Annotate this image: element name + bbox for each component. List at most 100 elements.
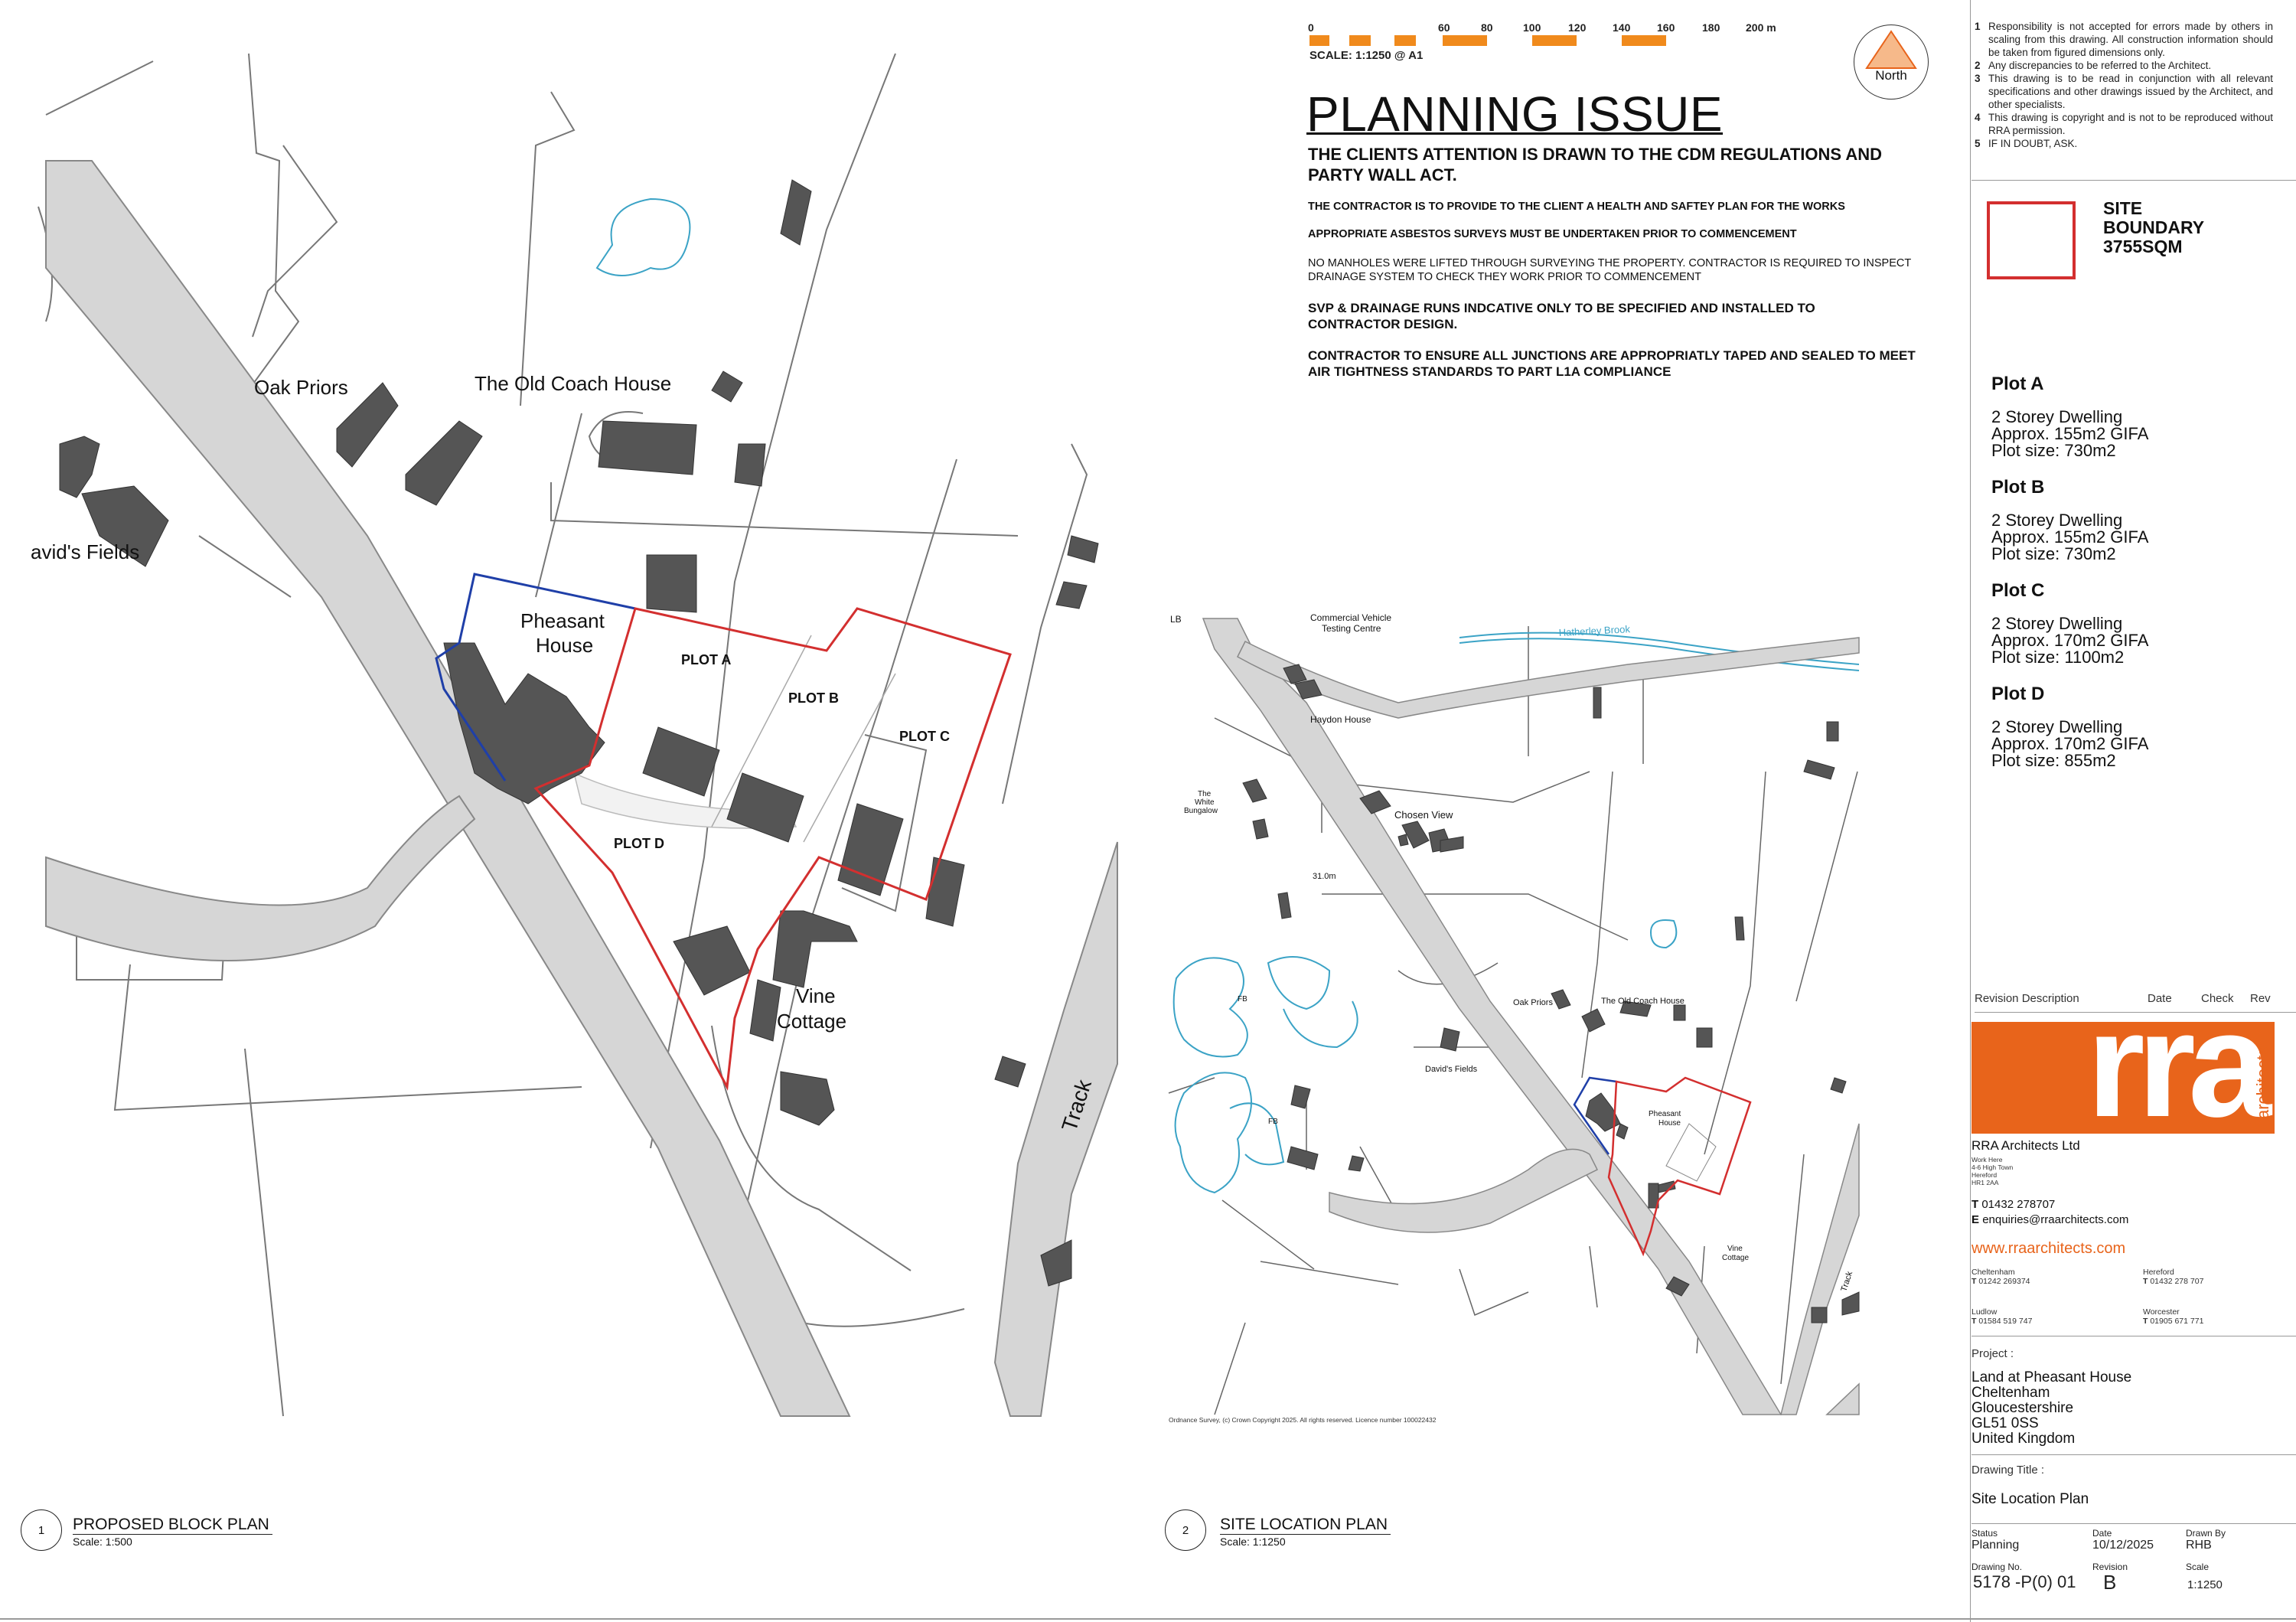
project-line: Gloucestershire bbox=[1971, 1400, 2074, 1416]
site-location-map: LB Commercial Vehicle Testing Centre Hat… bbox=[1168, 612, 1860, 1415]
loc-label-cottage: Cottage bbox=[1722, 1254, 1749, 1262]
address-line: Hereford bbox=[1971, 1171, 1998, 1179]
loc-label-house: House bbox=[1658, 1119, 1681, 1128]
address-line: Work Here bbox=[1971, 1156, 2003, 1163]
revision-label: Revision bbox=[2092, 1562, 2128, 1572]
label-house: House bbox=[536, 634, 593, 657]
meta-block: Status Planning Date 10/12/2025 Drawn By… bbox=[1971, 1528, 2293, 1612]
caption-number-circle: 1 bbox=[21, 1509, 62, 1551]
drawing-no-label: Drawing No. bbox=[1971, 1562, 2023, 1572]
phone-value: 01432 278707 bbox=[1981, 1198, 2056, 1211]
caption-number: 1 bbox=[38, 1523, 45, 1537]
building bbox=[1665, 1276, 1690, 1297]
caption-title: PROPOSED BLOCK PLAN bbox=[73, 1516, 272, 1535]
building bbox=[598, 420, 697, 475]
lake bbox=[1267, 956, 1331, 1010]
drawn-value: RHB bbox=[2186, 1539, 2212, 1552]
block-plan-caption: 1 PROPOSED BLOCK PLAN Scale: 1:500 bbox=[21, 1509, 281, 1555]
planning-note-1: THE CONTRACTOR IS TO PROVIDE TO THE CLIE… bbox=[1308, 201, 1845, 213]
building bbox=[1290, 1085, 1311, 1109]
office-tel: 01584 519 747 bbox=[1978, 1317, 2033, 1326]
building bbox=[711, 370, 743, 403]
building bbox=[1696, 1027, 1713, 1048]
location-site-boundary bbox=[1607, 1076, 1752, 1257]
building bbox=[925, 857, 965, 927]
scale-value: 1:1250 bbox=[2187, 1578, 2223, 1591]
company-email[interactable]: E enquiries@rraarchitects.com bbox=[1971, 1213, 2128, 1226]
label-pheasant: Pheasant bbox=[520, 609, 605, 632]
plot-area: Approx. 170m2 GIFA bbox=[1991, 631, 2149, 650]
building bbox=[1585, 1092, 1621, 1132]
building bbox=[1287, 1146, 1319, 1170]
site-boundary-swatch bbox=[1987, 201, 2076, 279]
building bbox=[1401, 821, 1430, 849]
building bbox=[1283, 664, 1307, 684]
plot-entry: Plot C 2 Storey Dwelling Approx. 170m2 G… bbox=[1991, 580, 2282, 684]
scale-tick: 160 bbox=[1657, 21, 1675, 34]
legend-text: SITE BOUNDARY 3755SQM bbox=[2103, 199, 2204, 256]
company-phone: T 01432 278707 bbox=[1971, 1198, 2055, 1211]
scale-tick: 100 bbox=[1523, 21, 1541, 34]
project-line: GL51 0SS bbox=[1971, 1415, 2039, 1431]
loc-label-brook: Hatherley Brook bbox=[1558, 623, 1630, 638]
caption-scale: Scale: 1:1250 bbox=[1220, 1536, 1286, 1548]
planning-note-5: CONTRACTOR TO ENSURE ALL JUNCTIONS ARE A… bbox=[1308, 348, 1916, 379]
caption-scale: Scale: 1:500 bbox=[73, 1536, 132, 1548]
building bbox=[1440, 1027, 1460, 1052]
loc-label-lb: LB bbox=[1170, 614, 1182, 625]
label-plot-d: PLOT D bbox=[614, 836, 664, 851]
location-track bbox=[1780, 1123, 1860, 1415]
lake bbox=[1283, 1000, 1358, 1049]
location-ownership-boundary bbox=[1573, 1076, 1617, 1155]
caption-title: SITE LOCATION PLAN bbox=[1220, 1516, 1391, 1535]
rra-logo: rra bbox=[1971, 1022, 2275, 1134]
scale-tick: 0 bbox=[1308, 21, 1314, 34]
location-main-road bbox=[1202, 618, 1782, 1415]
drawing-title-label: Drawing Title : bbox=[1971, 1464, 2045, 1477]
pond bbox=[1649, 919, 1678, 949]
building bbox=[1440, 836, 1464, 853]
building bbox=[1067, 535, 1099, 563]
scale-tick: 60 bbox=[1438, 21, 1450, 34]
plot-type: 2 Storey Dwelling bbox=[1991, 407, 2123, 426]
building bbox=[1277, 892, 1292, 919]
building bbox=[734, 443, 766, 487]
building bbox=[1294, 679, 1322, 700]
plot-schedule: Plot A 2 Storey Dwelling Approx. 155m2 G… bbox=[1991, 374, 2282, 787]
caption-number: 2 bbox=[1182, 1523, 1189, 1537]
building bbox=[1593, 687, 1602, 719]
plot-b-house bbox=[726, 772, 804, 843]
loc-label-chosen: Chosen View bbox=[1394, 809, 1453, 821]
plot-type: 2 Storey Dwelling bbox=[1991, 717, 2123, 736]
scale-tick: 180 bbox=[1702, 21, 1720, 34]
building bbox=[1648, 1183, 1659, 1209]
loc-label-fb-2: FB bbox=[1268, 1118, 1278, 1126]
building bbox=[1658, 1180, 1676, 1193]
label-vine: Vine bbox=[796, 984, 836, 1007]
office-name: Hereford bbox=[2143, 1268, 2174, 1277]
building bbox=[1397, 834, 1409, 847]
note-number: 2 bbox=[1975, 60, 1981, 71]
project-line: Cheltenham bbox=[1971, 1385, 2050, 1401]
caption-number-circle: 2 bbox=[1165, 1509, 1206, 1551]
label-plot-c: PLOT C bbox=[899, 729, 950, 744]
company-website[interactable]: www.rraarchitects.com bbox=[1971, 1240, 2126, 1257]
building bbox=[1359, 790, 1391, 814]
plot-title: Plot C bbox=[1991, 580, 2045, 601]
legend-line: SITE bbox=[2103, 198, 2143, 218]
planning-subtitle: THE CLIENTS ATTENTION IS DRAWN TO THE CD… bbox=[1308, 145, 1883, 184]
plot-title: Plot A bbox=[1991, 374, 2044, 394]
office-tel: 01242 269374 bbox=[1978, 1277, 2030, 1286]
building bbox=[780, 179, 812, 246]
drawing-no-value: 5178 -P(0) 01 bbox=[1973, 1572, 2076, 1591]
email-value: enquiries@rraarchitects.com bbox=[1982, 1213, 2129, 1226]
planning-note-3: NO MANHOLES WERE LIFTED THROUGH SURVEYIN… bbox=[1308, 257, 1911, 283]
building bbox=[994, 1056, 1026, 1088]
plot-size: Plot size: 730m2 bbox=[1991, 441, 2116, 460]
